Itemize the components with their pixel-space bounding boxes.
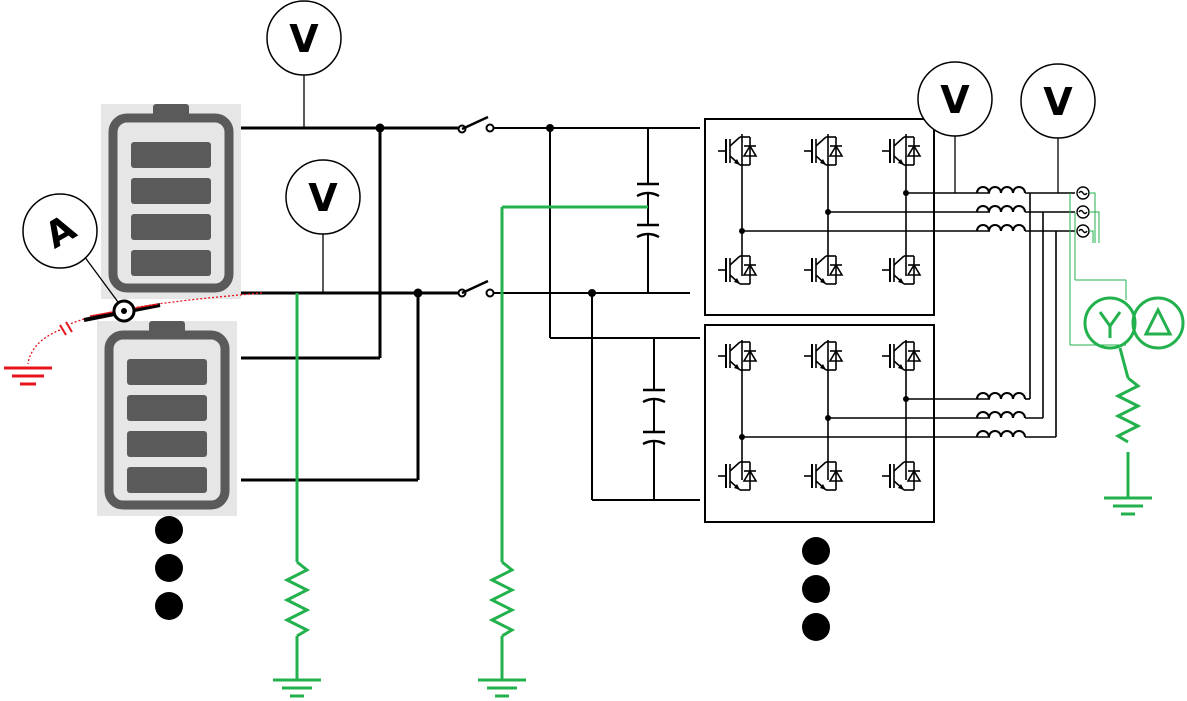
switch-icon-bottom [457,279,495,298]
voltmeter-label: V [289,17,319,61]
capacitor-icon-lower [642,388,666,446]
voltmeter-label: V [308,176,338,220]
ground-icon-dcbus [476,678,528,698]
igbt-icon [881,255,921,285]
igbt-icon [881,461,921,491]
switch-icon-top [457,115,495,134]
ac-wiring [1025,192,1075,438]
ground-path-dcbus [488,205,648,680]
voltmeter-label: V [940,78,970,122]
transformer-icon [1083,296,1185,350]
voltmeter-icon-battery-top: V [266,0,342,128]
inverter-lower [704,324,990,523]
voltmeter-label: V [1043,80,1073,124]
fault-contactor-icon [83,299,161,323]
ellipsis-icon-inverters [802,537,830,641]
dc-wiring [241,126,458,482]
ellipsis-icon-batteries [155,516,183,620]
igbt-icon [717,255,757,285]
ammeter-icon-fault: A [22,193,119,303]
battery-icon-bottom [97,321,237,516]
igbt-icon [803,341,843,371]
ground-path-battery [283,293,311,680]
voltmeter-icon-grid: V [1020,63,1096,193]
battery-icon-top [101,104,241,299]
ac-source-icon [1076,186,1090,238]
igbt-icon [803,461,843,491]
inverter-upper [704,118,990,316]
ground-icon-battery [271,678,323,698]
junction-dots [375,123,596,298]
igbt-icon [717,341,757,371]
igbt-icon [803,136,843,166]
ground-icon-grid [1102,496,1154,516]
ground-icon-fault [4,366,52,386]
capacitor-icon-upper [636,182,660,239]
voltmeter-icon-battery-mid: V [285,159,361,293]
igbt-icon [881,341,921,371]
dc-bus-wiring [494,127,700,501]
igbt-icon [717,136,757,166]
grid-neutral-wiring [1069,192,1127,346]
resistor-icon-grid [1114,347,1142,498]
igbt-icon [881,136,921,166]
igbt-icon [717,461,757,491]
voltmeter-icon-inverter: V [917,61,993,193]
igbt-icon [803,255,843,285]
